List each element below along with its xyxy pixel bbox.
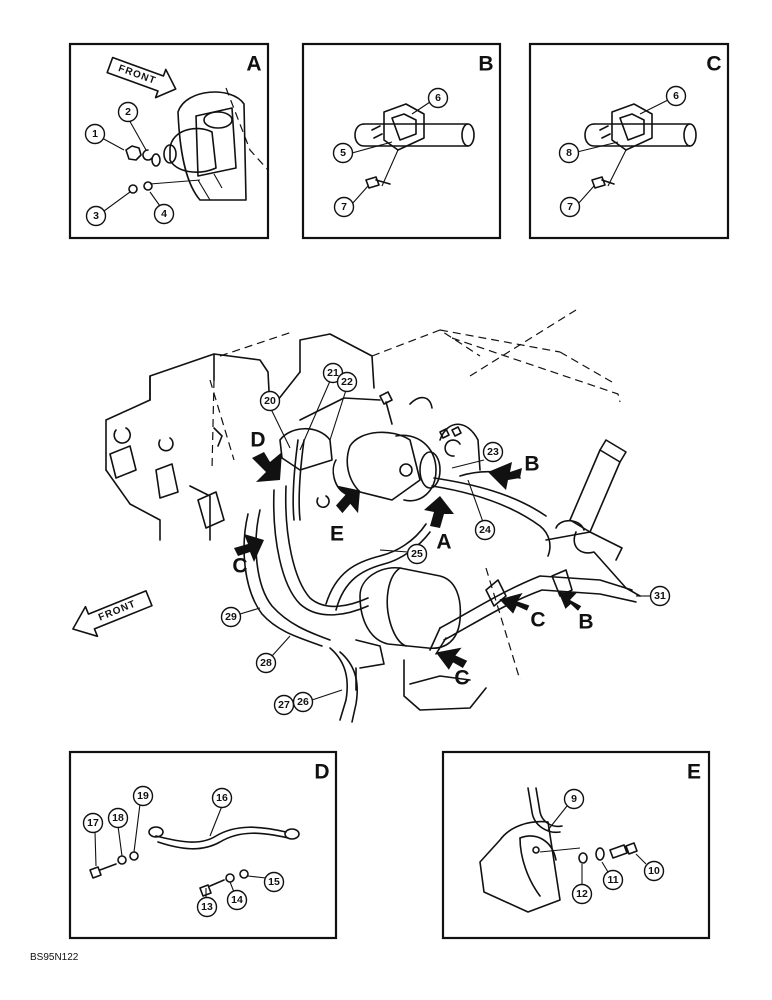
callout-21: 21	[327, 367, 339, 379]
callout-6c: 6	[673, 90, 679, 102]
callout-16: 16	[216, 792, 228, 804]
svg-text:C: C	[454, 667, 469, 690]
arrow-a: A	[424, 496, 454, 554]
callout-8: 8	[566, 147, 572, 159]
arrow-c-mid: C	[499, 593, 546, 632]
callout-7c: 7	[567, 201, 573, 213]
callout-11: 11	[607, 874, 618, 886]
callout-10: 10	[648, 865, 660, 877]
arrow-b-upper: B	[488, 453, 540, 490]
svg-text:C: C	[530, 609, 545, 632]
panel-c-letter: C	[706, 53, 721, 76]
arrow-c-left: C	[232, 534, 264, 578]
callout-27: 27	[278, 699, 290, 711]
arrow-d: D	[250, 429, 282, 482]
callout-29: 29	[225, 611, 237, 623]
callout-18: 18	[112, 812, 124, 824]
main-assembly-view: 21 22 20 23 24 25 31 29 28 27 26 D	[72, 309, 671, 723]
arrow-b-lower: B	[558, 591, 594, 634]
callout-13: 13	[201, 901, 213, 913]
callout-1: 1	[92, 128, 98, 140]
callout-28: 28	[260, 657, 272, 669]
callout-4: 4	[161, 208, 167, 220]
detail-panel-c: C 6 8 7	[528, 42, 730, 240]
callout-20: 20	[264, 395, 276, 407]
callout-19: 19	[137, 790, 149, 802]
callout-2: 2	[125, 106, 131, 118]
arrow-c-bottom: C	[435, 647, 470, 690]
callout-3: 3	[93, 210, 99, 222]
callout-17: 17	[87, 817, 99, 829]
svg-text:C: C	[232, 555, 247, 578]
callout-15: 15	[268, 876, 280, 888]
front-arrow-main: FRONT	[72, 590, 153, 638]
callout-23: 23	[487, 446, 499, 458]
detail-panel-b: B 6 5 7	[301, 42, 502, 240]
callout-24: 24	[479, 524, 491, 536]
panel-a-letter: A	[246, 53, 261, 76]
panel-e-letter: E	[687, 761, 701, 784]
panel-b-letter: B	[478, 53, 493, 76]
callout-25: 25	[411, 548, 423, 560]
callout-26: 26	[297, 696, 309, 708]
callout-6b: 6	[435, 92, 441, 104]
callout-22: 22	[341, 376, 353, 388]
detail-panel-d: D 16 17 18 19 13 14 15	[68, 750, 338, 940]
callout-12: 12	[576, 888, 588, 900]
callout-14: 14	[231, 894, 243, 906]
svg-text:B: B	[524, 453, 539, 476]
svg-text:E: E	[330, 523, 344, 546]
callout-5: 5	[340, 147, 346, 159]
arrow-e: E	[330, 485, 361, 546]
figure-code: BS95N122	[30, 952, 79, 963]
front-arrow-a: FRONT	[106, 56, 177, 99]
detail-panel-a: A FRONT 1 2 3 4	[68, 42, 270, 240]
callout-7b: 7	[341, 201, 347, 213]
callout-31: 31	[654, 590, 666, 602]
detail-panel-e: E 9 12 11 10	[441, 750, 711, 940]
svg-text:A: A	[436, 531, 451, 554]
svg-text:D: D	[250, 429, 265, 452]
svg-text:B: B	[578, 611, 593, 634]
callout-9: 9	[571, 793, 577, 805]
panel-d-letter: D	[314, 761, 329, 784]
